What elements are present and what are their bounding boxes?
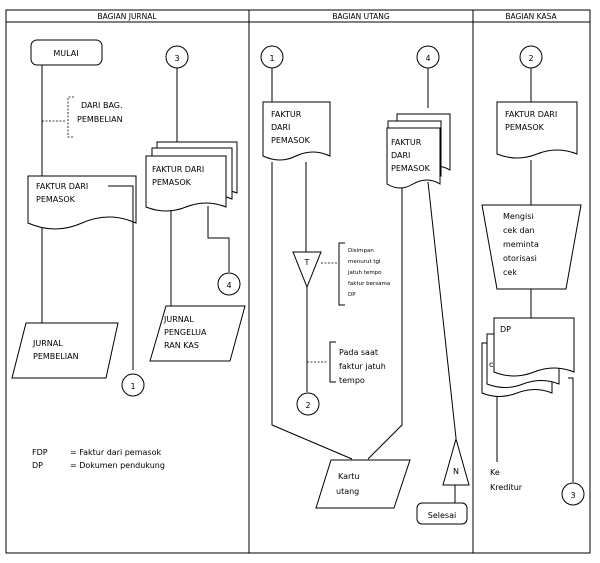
flow-to-connector-4 <box>207 206 230 272</box>
kreditur-line1: Ke <box>490 468 500 477</box>
note2-bracket <box>329 341 336 383</box>
process-line2: cek dan <box>503 226 535 235</box>
utang-doc-right-line3: PEMASOK <box>391 164 431 173</box>
utang-doc-right-line2: DARI <box>391 151 410 160</box>
kasa-lane: 2 FAKTUR DARI PEMASOK Mengisi cek dan me… <box>481 45 585 506</box>
diagram-frame <box>5 9 591 554</box>
connector-3-label: 3 <box>174 54 179 63</box>
flow-left-to-kartu <box>271 162 353 460</box>
utang-doc-line3: PEMASOK <box>271 136 311 145</box>
file-n-label: N <box>453 467 459 476</box>
document-faktur-kasa <box>496 101 578 159</box>
kasa-doc-back-label: c <box>489 360 493 369</box>
lane-title-jurnal: BAGIAN JURNAL <box>97 12 157 21</box>
ledger-jurnal-pengeluaran-kas <box>149 305 246 362</box>
kasa-doc-dp: DP <box>500 325 511 334</box>
end-label: Selesai <box>428 511 456 520</box>
kartu-line2: utang <box>336 487 359 496</box>
document-faktur-utang-right <box>386 127 441 189</box>
utang-doc-line1: FAKTUR <box>271 110 302 119</box>
doc-right-line1: FAKTUR DARI <box>152 165 204 174</box>
ledger-right-line2: PENGELUA <box>164 328 207 337</box>
doc-left-line2: PEMASOK <box>36 195 76 204</box>
flow-docs-to-file-n <box>427 181 457 439</box>
utang-doc-line2: DARI <box>271 123 290 132</box>
note1-line1: Disimpan <box>348 248 374 254</box>
connector-4-label: 4 <box>226 281 231 290</box>
process-line1: Mengisi <box>503 212 534 221</box>
flow-to-connector-3 <box>568 377 574 482</box>
document-faktur-left <box>27 175 137 230</box>
ledger-right-line1: JURNAL <box>163 315 194 324</box>
kreditur-line2: Kreditur <box>490 483 523 492</box>
jurnal-lane: MULAI DARI BAG. PEMBELIAN FAKTUR DARI PE… <box>11 39 246 470</box>
doc-left-line1: FAKTUR DARI <box>36 182 88 191</box>
ledger-left-line2: PEMBELIAN <box>33 352 79 361</box>
lane-title-utang: BAGIAN UTANG <box>332 12 390 21</box>
process-line4: otorisasi <box>503 254 537 263</box>
ledger-kartu-utang <box>315 459 411 509</box>
process-line3: meminta <box>503 240 539 249</box>
source-label-line2: PEMBELIAN <box>77 115 123 124</box>
ledger-right-line3: RAN KAS <box>164 341 199 350</box>
file-tanggal <box>292 251 322 289</box>
note2-line2: faktur jatuh <box>339 362 386 371</box>
source-label-line1: DARI BAG. <box>81 101 123 110</box>
file-t-label: T <box>304 258 310 267</box>
connector-1-jurnal <box>121 373 145 397</box>
connector-4-jurnal <box>217 272 241 296</box>
connector-1-label: 1 <box>130 382 135 391</box>
kartu-line1: Kartu <box>338 472 360 481</box>
annotation-bracket <box>67 96 74 138</box>
utang-connector-4-label: 4 <box>425 54 430 63</box>
process-line5: cek <box>503 268 517 277</box>
kasa-doc-line2: PEMASOK <box>505 123 545 132</box>
note1-line2: menurut tgl <box>348 259 381 265</box>
note2-line1: Pada saat <box>339 348 378 357</box>
ledger-jurnal-pembelian <box>11 322 119 379</box>
document-dp-kasa <box>493 317 575 377</box>
note1-line5: DP <box>348 292 356 298</box>
utang-doc-right-line1: FAKTUR <box>391 138 422 147</box>
note1-bracket <box>338 242 345 306</box>
kasa-connector-3-label: 3 <box>570 491 575 500</box>
doc-right-line2: PEMASOK <box>152 178 192 187</box>
start-label: MULAI <box>53 49 78 58</box>
start-terminator <box>30 39 103 66</box>
ledger-left-line1: JURNAL <box>32 339 63 348</box>
utang-connector-1-label: 1 <box>269 54 274 63</box>
end-terminator <box>416 502 468 525</box>
legend-desc-2: = Dokumen pendukung <box>70 461 165 470</box>
kasa-doc-line1: FAKTUR DARI <box>505 110 557 119</box>
utang-connector-2-label: 2 <box>305 401 310 410</box>
lane-title-kasa: BAGIAN KASA <box>505 12 557 21</box>
legend-desc-1: = Faktur dari pemasok <box>70 448 161 457</box>
note1-line4: faktur bersama <box>348 281 390 287</box>
manual-process-cek <box>481 204 582 290</box>
kasa-connector-2-label: 2 <box>528 54 533 63</box>
note2-line3: tempo <box>339 376 365 385</box>
legend-abbr-1: FDP <box>32 448 48 457</box>
connector-3-kasa <box>561 482 585 506</box>
utang-lane: 1 FAKTUR DARI PEMASOK T Disimpan menurut… <box>260 45 470 525</box>
file-nomor <box>442 437 470 486</box>
note1-line3: jatuh tempo <box>347 270 382 276</box>
flow-to-connector-1 <box>108 185 134 370</box>
legend-abbr-2: DP <box>32 461 43 470</box>
connector-2-utang <box>296 392 320 416</box>
document-faktur-right <box>145 155 227 212</box>
flow-right-to-kartu <box>367 188 403 460</box>
document-faktur-utang <box>262 101 331 161</box>
